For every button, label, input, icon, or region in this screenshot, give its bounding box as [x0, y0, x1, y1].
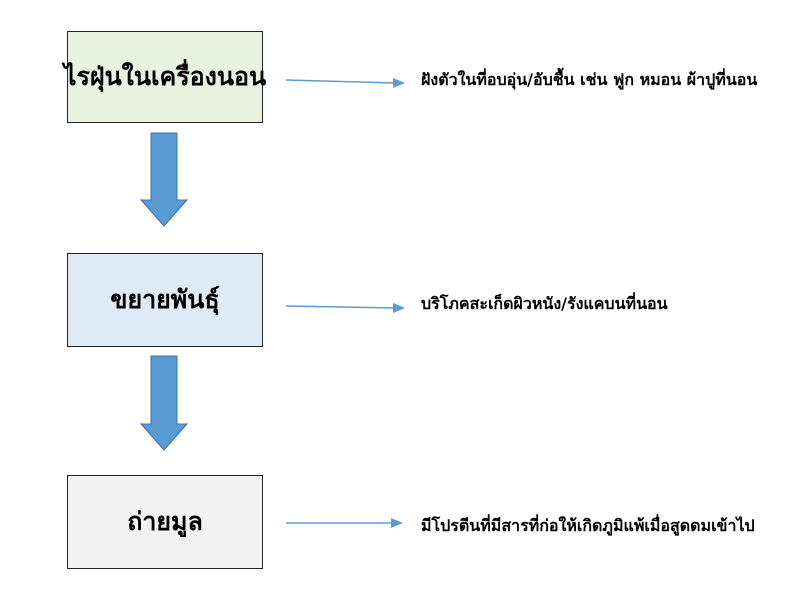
step-label: ถ่ายมูล — [127, 507, 203, 536]
step-note: ฝังตัวในที่อบอุ่น/อับชื้น เช่น ฟูก หมอน … — [421, 70, 758, 89]
down-arrow-2 — [139, 355, 189, 451]
side-arrow-2 — [285, 303, 405, 313]
side-arrow-3 — [286, 518, 403, 528]
down-arrow-1 — [139, 132, 189, 227]
step-box-dust-mites: ไรฝุ่นในเครื่องนอน — [63, 31, 267, 123]
step-note: บริโภคสะเก็ดผิวหนัง/รังแคบนที่นอน — [421, 294, 668, 313]
step-box-breed: ขยายพันธุ์ — [67, 253, 263, 347]
step-box-excrete: ถ่ายมูล — [67, 475, 263, 569]
step-label: ขยายพันธุ์ — [110, 285, 220, 314]
step-note: มีโปรตีนที่มีสารที่ก่อให้เกิดภูมิแพ้เมื่… — [421, 516, 755, 535]
side-arrow-1 — [285, 78, 405, 88]
step-label: ไรฝุ่นในเครื่องนอน — [63, 62, 267, 91]
